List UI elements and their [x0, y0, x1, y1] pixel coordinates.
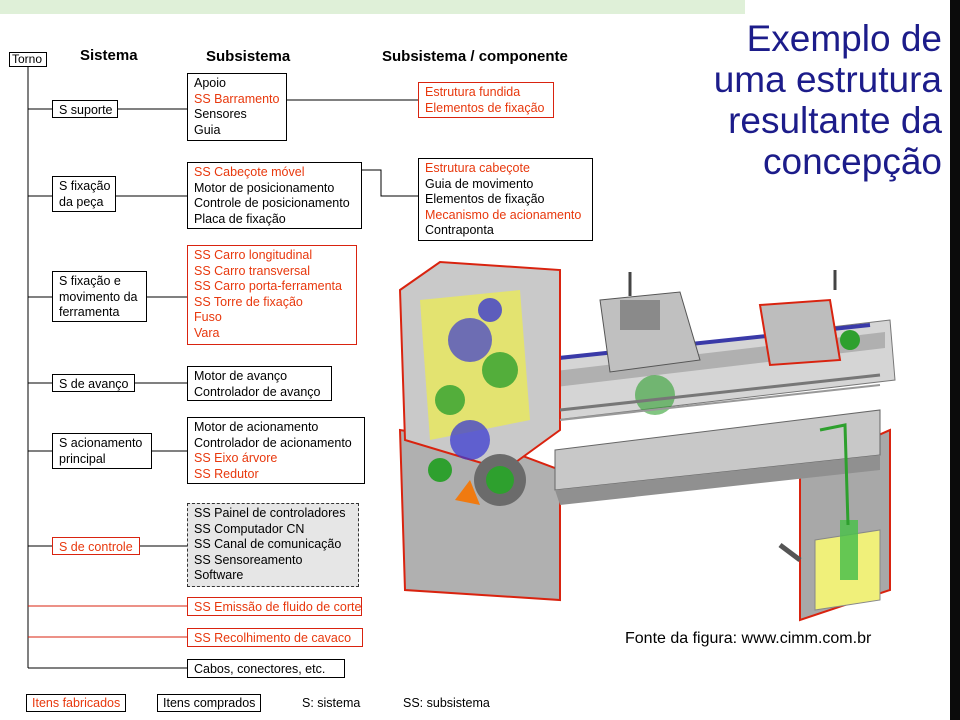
subsystem-item: Guia	[194, 122, 221, 137]
title-line: uma estrutura	[713, 59, 942, 100]
system-box-fixacao-peca: S fixação da peça	[52, 176, 116, 212]
legend-subsistema: SS: subsistema	[403, 696, 490, 710]
system-box-suporte: S suporte	[52, 100, 118, 118]
subsystem-item: Motor de posicionamento	[194, 180, 335, 195]
extra-subsystem-cavaco: SS Recolhimento de cavaco	[187, 628, 363, 647]
legend-comprados: Itens comprados	[157, 694, 262, 712]
subsystem-item: Fuso	[194, 310, 222, 324]
subsystem-item: Controlador de acionamento	[194, 435, 352, 450]
subsystem-item: Vara	[194, 325, 220, 340]
subsystem-item: SS Eixo árvore	[194, 451, 278, 465]
root-label: Torno	[12, 52, 43, 66]
subsystem-item: SS Canal de comunicação	[194, 537, 342, 551]
subsystem-item: Controle de posicionamento	[194, 196, 350, 210]
component-item: Estrutura fundida	[425, 85, 521, 99]
source-caption: Fonte da figura: www.cimm.com.br	[625, 630, 872, 647]
system-label: S de avanço	[59, 377, 129, 391]
subsystem-item: SS Cabeçote móvel	[194, 165, 305, 179]
subsystem-item: SS Computador CN	[194, 521, 305, 536]
header-sistema: Sistema	[80, 47, 138, 64]
subsystem-item: Motor de acionamento	[194, 420, 319, 434]
title-line: Exemplo de	[746, 18, 942, 59]
top-accent-bar	[0, 0, 745, 14]
system-label: S suporte	[59, 103, 113, 117]
system-label: S fixação da peça	[59, 179, 111, 209]
subsystem-item: Software	[194, 568, 244, 582]
header-subsistema: Subsistema	[206, 48, 291, 65]
component-item: Estrutura cabeçote	[425, 161, 530, 175]
legend-fabricados-label: Itens fabricados	[32, 696, 121, 710]
title-line: concepção	[763, 141, 942, 182]
component-item: Mecanismo de acionamento	[425, 207, 582, 222]
subsystem-item: SS Carro transversal	[194, 263, 311, 278]
system-box-avanco: S de avanço	[52, 374, 135, 392]
subsystem-item: SS Sensoreamento	[194, 552, 303, 567]
system-label: S de controle	[59, 540, 133, 554]
subsystem-box-fixacao-peca: SS Cabeçote móvel Motor de posicionament…	[187, 162, 362, 229]
header-componente: Subsistema / componente	[382, 48, 568, 65]
subsystem-item: Placa de fixação	[194, 211, 286, 226]
right-border-bar	[950, 0, 960, 720]
subsystem-box-suporte: Apoio SS Barramento Sensores Guia	[187, 73, 287, 141]
subsystem-box-acionamento: Motor de acionamento Controlador de acio…	[187, 417, 365, 484]
system-box-fixacao-ferramenta: S fixação e movimento da ferramenta	[52, 271, 147, 322]
legend-sistema: S: sistema	[302, 696, 361, 710]
component-item: Guia de movimento	[425, 176, 534, 191]
component-item: Contraponta	[425, 223, 494, 237]
subsystem-item: SS Barramento	[194, 91, 280, 106]
system-box-acionamento: S acionamento principal	[52, 433, 152, 469]
subsystem-box-ferramenta: SS Carro longitudinal SS Carro transvers…	[187, 245, 357, 345]
component-box-cabecote: Estrutura cabeçote Guia de movimento Ele…	[418, 158, 593, 241]
subsystem-item: SS Torre de fixação	[194, 294, 303, 309]
system-box-controle: S de controle	[52, 537, 140, 555]
extra-subsystem-label: Cabos, conectores, etc.	[194, 662, 326, 676]
subsystem-box-avanco: Motor de avanço Controlador de avanço	[187, 366, 332, 401]
legend-fabricados: Itens fabricados	[26, 694, 127, 712]
extra-subsystem-label: SS Emissão de fluido de corte	[194, 600, 362, 614]
subsystem-item: Controlador de avanço	[194, 384, 321, 399]
component-item: Elementos de fixação	[425, 100, 545, 115]
subsystem-box-controle: SS Painel de controladores SS Computador…	[187, 503, 359, 587]
subsystem-item: Motor de avanço	[194, 369, 288, 383]
root-torno-box: Torno	[9, 52, 47, 67]
system-label: S acionamento principal	[59, 436, 143, 466]
subsystem-item: SS Redutor	[194, 466, 259, 481]
component-item: Elementos de fixação	[425, 192, 545, 206]
subsystem-item: SS Carro porta-ferramenta	[194, 279, 342, 293]
slide-title: Exemplo de uma estrutura resultante da c…	[714, 18, 942, 182]
extra-subsystem-cabos: Cabos, conectores, etc.	[187, 659, 345, 678]
title-line: resultante da	[728, 100, 942, 141]
subsystem-item: Apoio	[194, 76, 226, 90]
extra-subsystem-fluido: SS Emissão de fluido de corte	[187, 597, 362, 616]
subsystem-item: SS Painel de controladores	[194, 506, 346, 520]
legend-comprados-label: Itens comprados	[163, 696, 256, 710]
component-box-barramento: Estrutura fundida Elementos de fixação	[418, 82, 554, 118]
system-label: S fixação e movimento da ferramenta	[59, 274, 138, 319]
subsystem-item: Sensores	[194, 107, 247, 121]
subsystem-item: SS Carro longitudinal	[194, 248, 313, 262]
extra-subsystem-label: SS Recolhimento de cavaco	[194, 631, 352, 645]
